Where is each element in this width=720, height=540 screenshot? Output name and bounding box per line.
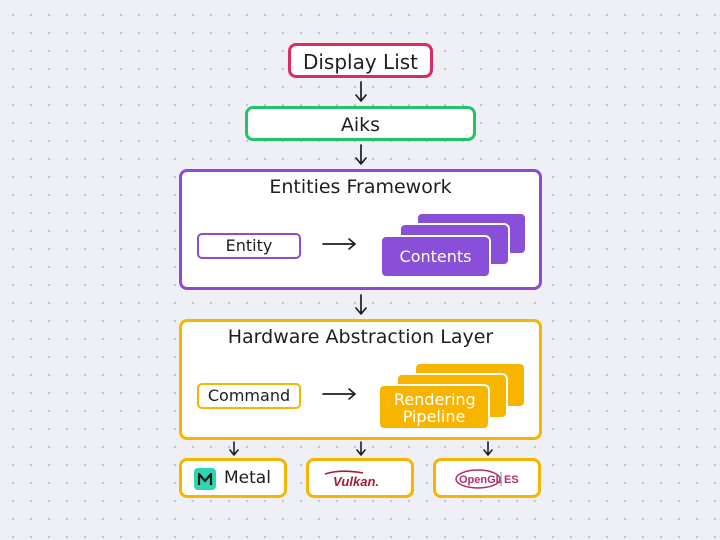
vulkan-backend: Vulkan. xyxy=(306,458,414,498)
arrow-hal-to-metal xyxy=(227,441,241,457)
aiks-node: Aiks xyxy=(245,106,476,141)
arrow-display-list-to-aiks xyxy=(354,81,368,103)
contents-stack-card-front: Contents xyxy=(380,235,491,278)
command-box: Command xyxy=(197,383,301,409)
hal-title: Hardware Abstraction Layer xyxy=(227,326,494,348)
metal-icon xyxy=(194,468,216,490)
arrow-hal-to-opengl xyxy=(481,441,495,457)
opengl-es-suffix: ES xyxy=(504,474,519,486)
entities-framework-title: Entities Framework xyxy=(269,176,452,198)
entities-framework-node: Entities Framework Entity Contents xyxy=(179,169,542,290)
arrow-entities-to-hal xyxy=(354,294,368,316)
vulkan-logo: Vulkan. xyxy=(323,470,403,494)
vulkan-label: Vulkan. xyxy=(333,474,379,489)
arrow-hal-to-vulkan xyxy=(354,441,368,457)
rendering-pipeline-label: Rendering Pipeline xyxy=(394,390,476,426)
aiks-label: Aiks xyxy=(340,114,381,136)
arrow-entity-to-contents xyxy=(322,236,358,256)
contents-label: Contents xyxy=(399,247,472,266)
display-list-label: Display List xyxy=(302,50,419,74)
hardware-abstraction-layer-node: Hardware Abstraction Layer Command Rende… xyxy=(179,319,542,440)
opengl-es-backend: OpenGL ES xyxy=(433,458,541,498)
entity-box: Entity xyxy=(197,233,301,259)
metal-backend: Metal xyxy=(179,458,287,498)
entity-label: Entity xyxy=(225,236,273,255)
opengl-label: OpenGL xyxy=(459,474,503,486)
pipeline-stack-card-front: Rendering Pipeline xyxy=(378,384,490,430)
arrow-command-to-pipeline xyxy=(322,386,358,406)
command-label: Command xyxy=(207,386,291,405)
opengl-es-logo: OpenGL ES xyxy=(454,467,526,495)
display-list-node: Display List xyxy=(288,43,433,78)
metal-label: Metal xyxy=(224,468,271,488)
arrow-aiks-to-entities xyxy=(354,144,368,166)
